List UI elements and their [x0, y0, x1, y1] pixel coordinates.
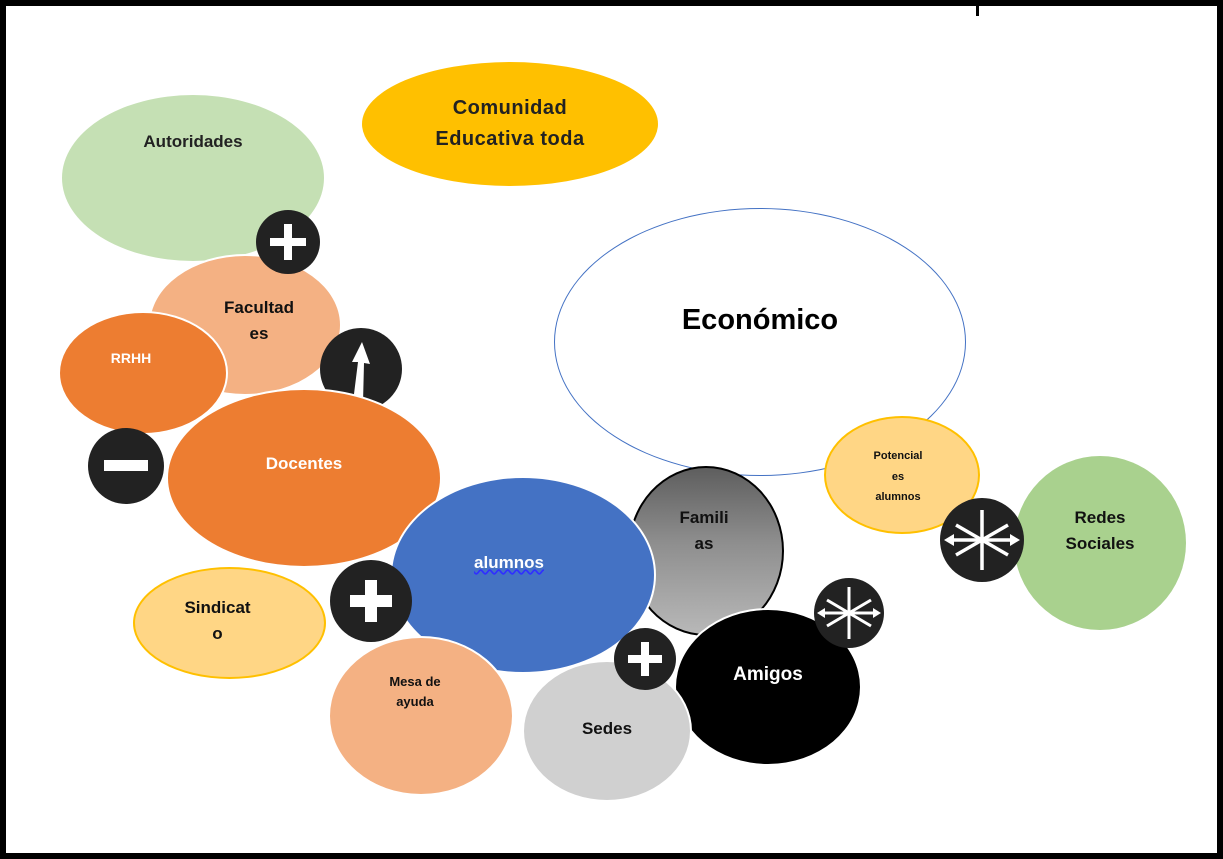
plus-icon-autoridades — [256, 210, 320, 274]
bubble-economico: Económico — [554, 208, 966, 476]
bubble-redes-sociales: Redes Sociales — [1014, 456, 1186, 630]
bubble-potenciales-label: Potencial es alumnos — [873, 449, 923, 504]
bubble-economico-label: Económico — [681, 303, 839, 336]
bubble-rrhh-label: RRHH — [110, 350, 152, 367]
bubble-autoridades-label: Autoridades — [143, 131, 243, 151]
bubble-comunidad-educativa: Comunidad Educativa toda — [362, 62, 658, 186]
bubble-comunidad-label: Comunidad Educativa toda — [435, 97, 585, 150]
frame-left-border — [0, 0, 6, 859]
bubble-facultades-label: Facultad es — [224, 297, 294, 343]
bubble-docentes: Docentes — [166, 388, 442, 568]
frame-top-border — [0, 0, 1223, 6]
bubble-autoridades: Autoridades — [62, 95, 324, 261]
bubble-redes-label: Redes Sociales — [1065, 507, 1135, 553]
plus-icon-sedes — [614, 628, 676, 690]
bubble-sindicato-label: Sindicat o — [184, 597, 251, 643]
bubble-alumnos-label: alumnos — [474, 552, 544, 572]
frame-right-border — [1217, 0, 1223, 859]
arrows-asterisk-icon-amigos — [814, 578, 884, 648]
bubble-rrhh: RRHH — [58, 311, 228, 435]
bubble-familias-label: Famili as — [679, 507, 729, 553]
bubble-familias: Famili as — [628, 466, 784, 636]
plus-icon-alumnos — [330, 560, 412, 642]
bubble-mesa-label: Mesa de ayuda — [389, 673, 441, 709]
bubble-docentes-label: Docentes — [265, 453, 343, 473]
bubble-amigos-label: Amigos — [733, 664, 803, 686]
bubble-sindicato: Sindicat o — [133, 567, 326, 679]
frame-tick — [976, 0, 979, 16]
frame-bottom-border — [0, 853, 1223, 859]
bubble-mesa-de-ayuda: Mesa de ayuda — [328, 636, 514, 796]
minus-icon — [88, 428, 164, 504]
arrows-asterisk-icon-redes — [940, 498, 1024, 582]
bubble-sedes-label: Sedes — [581, 718, 633, 738]
